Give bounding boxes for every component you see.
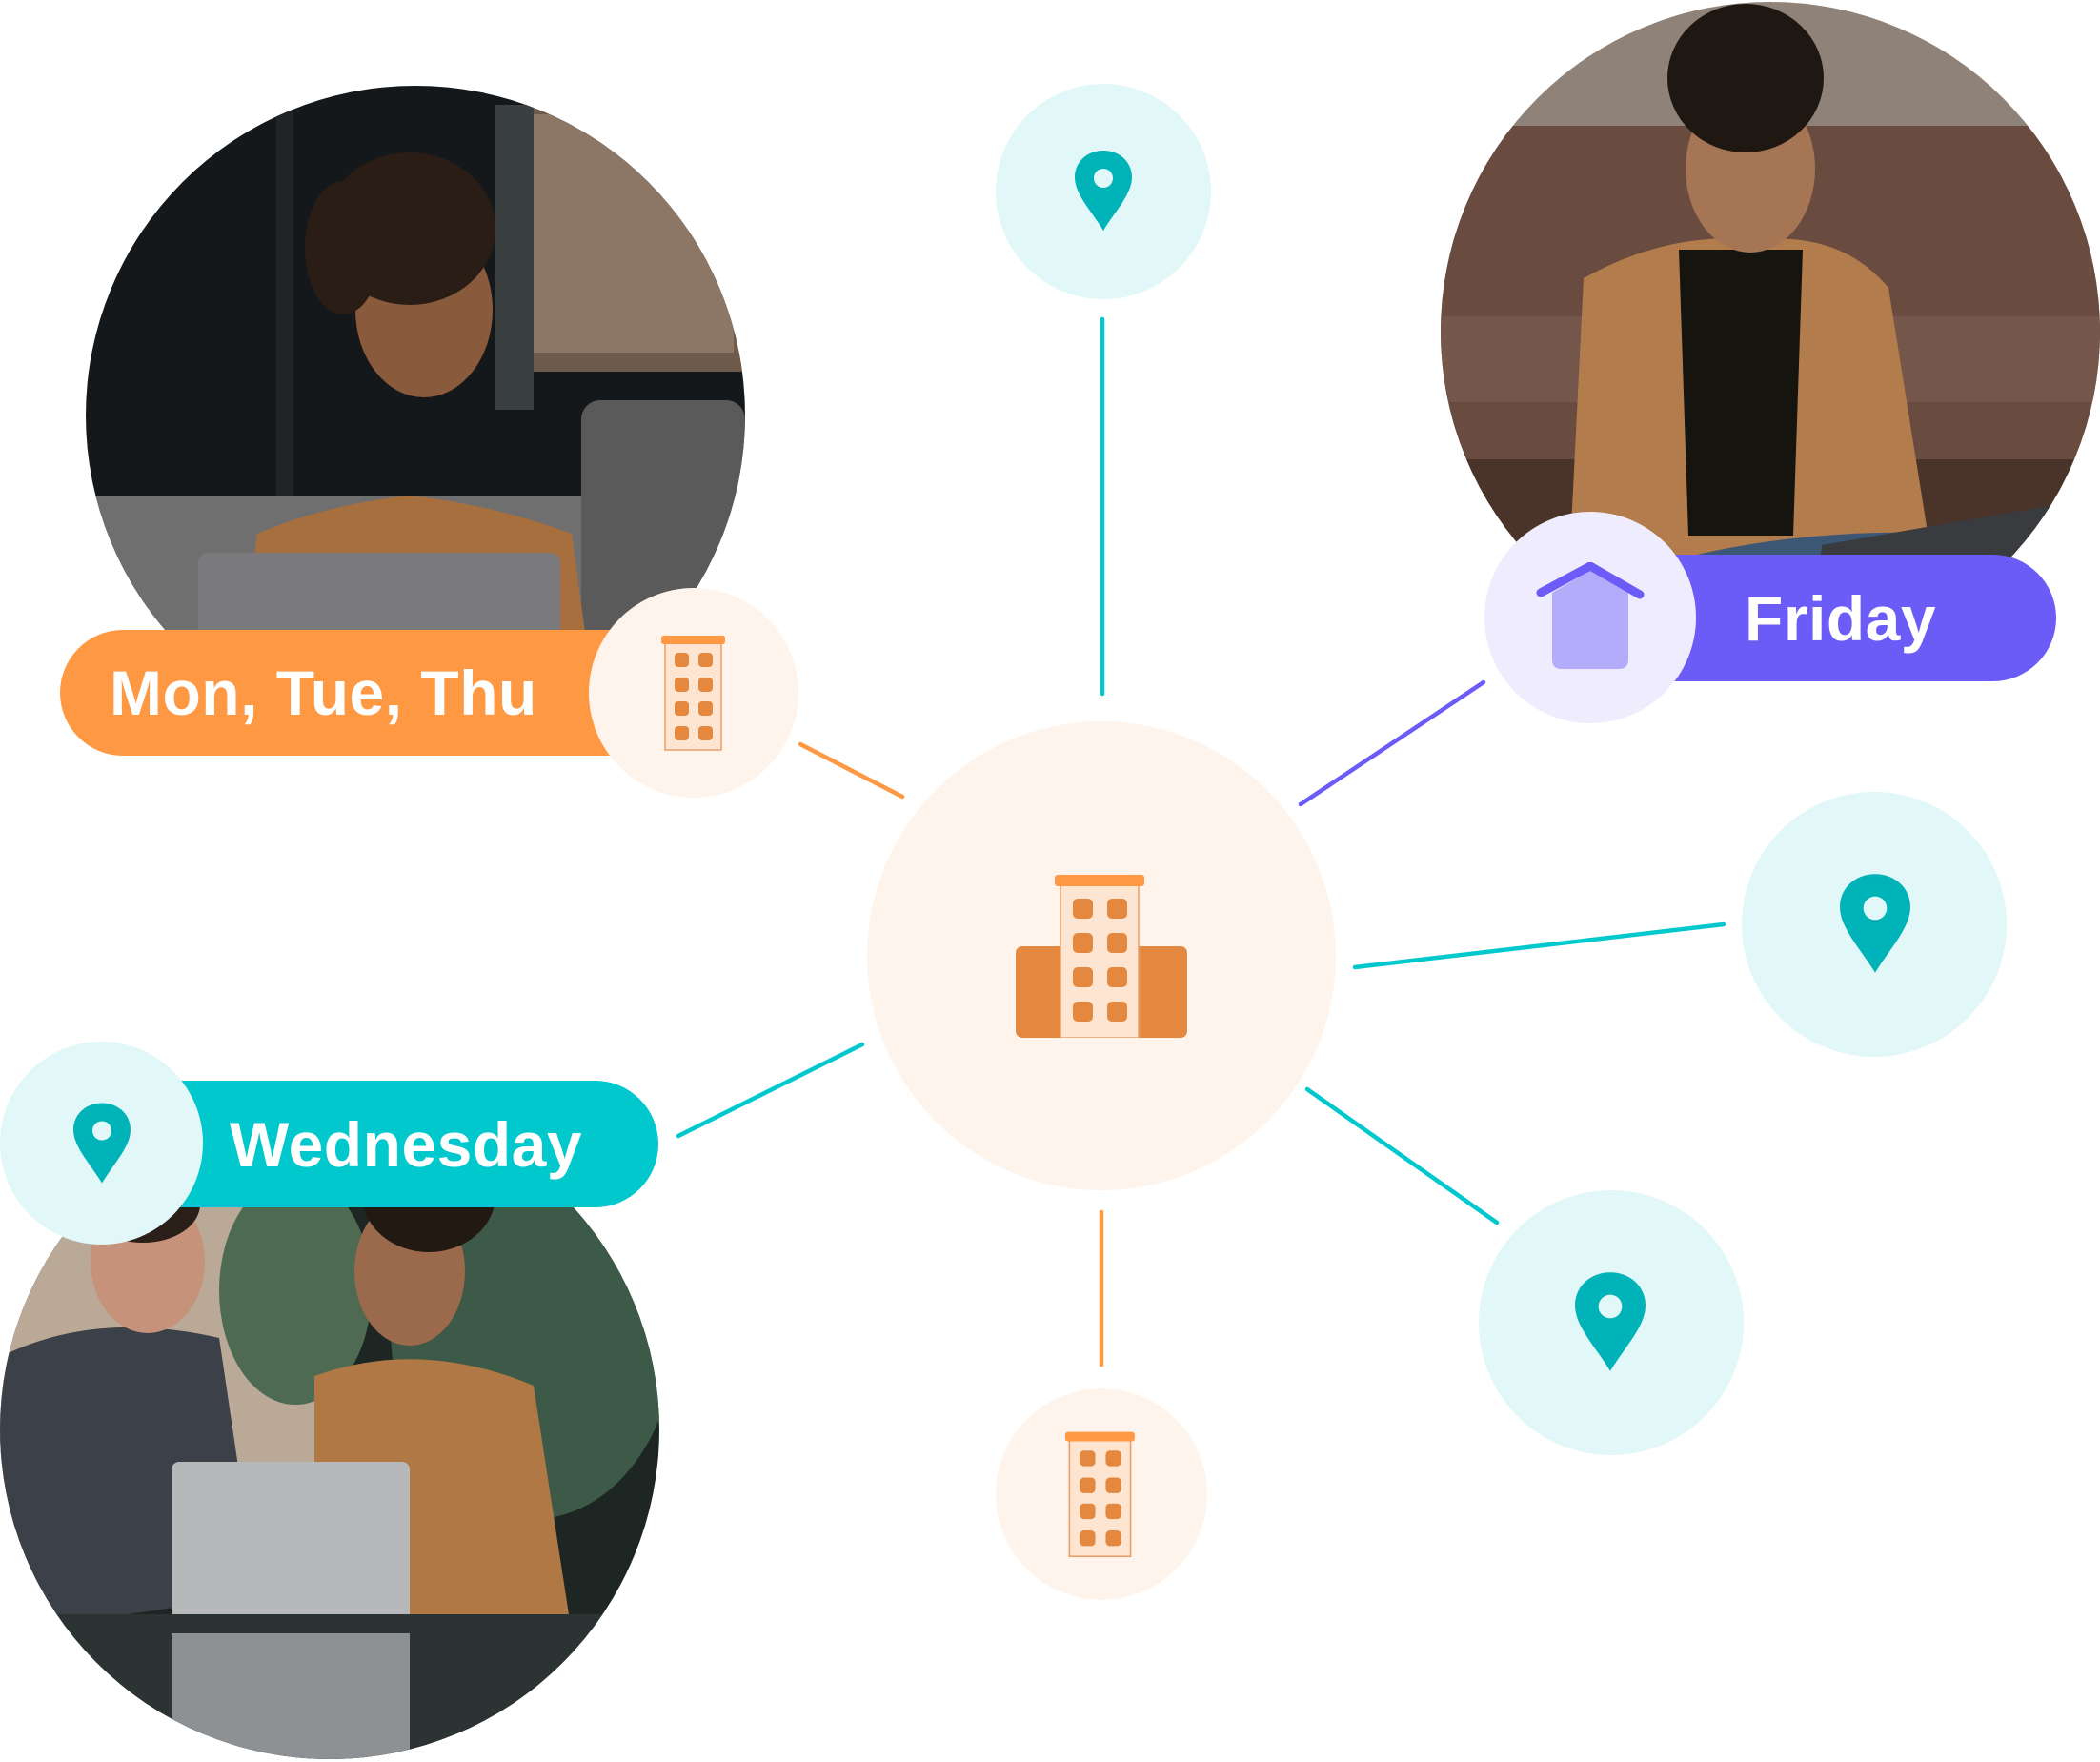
home-day-label: Friday bbox=[1745, 582, 1937, 654]
office-tower-icon bbox=[1065, 1431, 1135, 1558]
office-building-icon bbox=[1016, 875, 1187, 1038]
location-pin-icon bbox=[1075, 151, 1132, 231]
office-days-label: Mon, Tue, Thu bbox=[110, 658, 537, 728]
location-pin-icon bbox=[1575, 1272, 1646, 1371]
office-days-pill: Mon, Tue, Thu bbox=[60, 630, 689, 756]
connector-wednesday bbox=[676, 1042, 865, 1139]
connector-office-left bbox=[798, 741, 905, 800]
home-day-pill: Friday bbox=[1601, 555, 2056, 681]
connector-bottom-right bbox=[1304, 1086, 1500, 1225]
location-pin-icon bbox=[1840, 874, 1910, 973]
remote-day-label: Wednesday bbox=[230, 1108, 583, 1180]
home-icon bbox=[1536, 562, 1645, 669]
connector-home bbox=[1298, 679, 1486, 807]
office-tower-icon bbox=[661, 636, 725, 751]
connector-right bbox=[1352, 922, 1726, 970]
location-pin-icon bbox=[73, 1103, 131, 1184]
